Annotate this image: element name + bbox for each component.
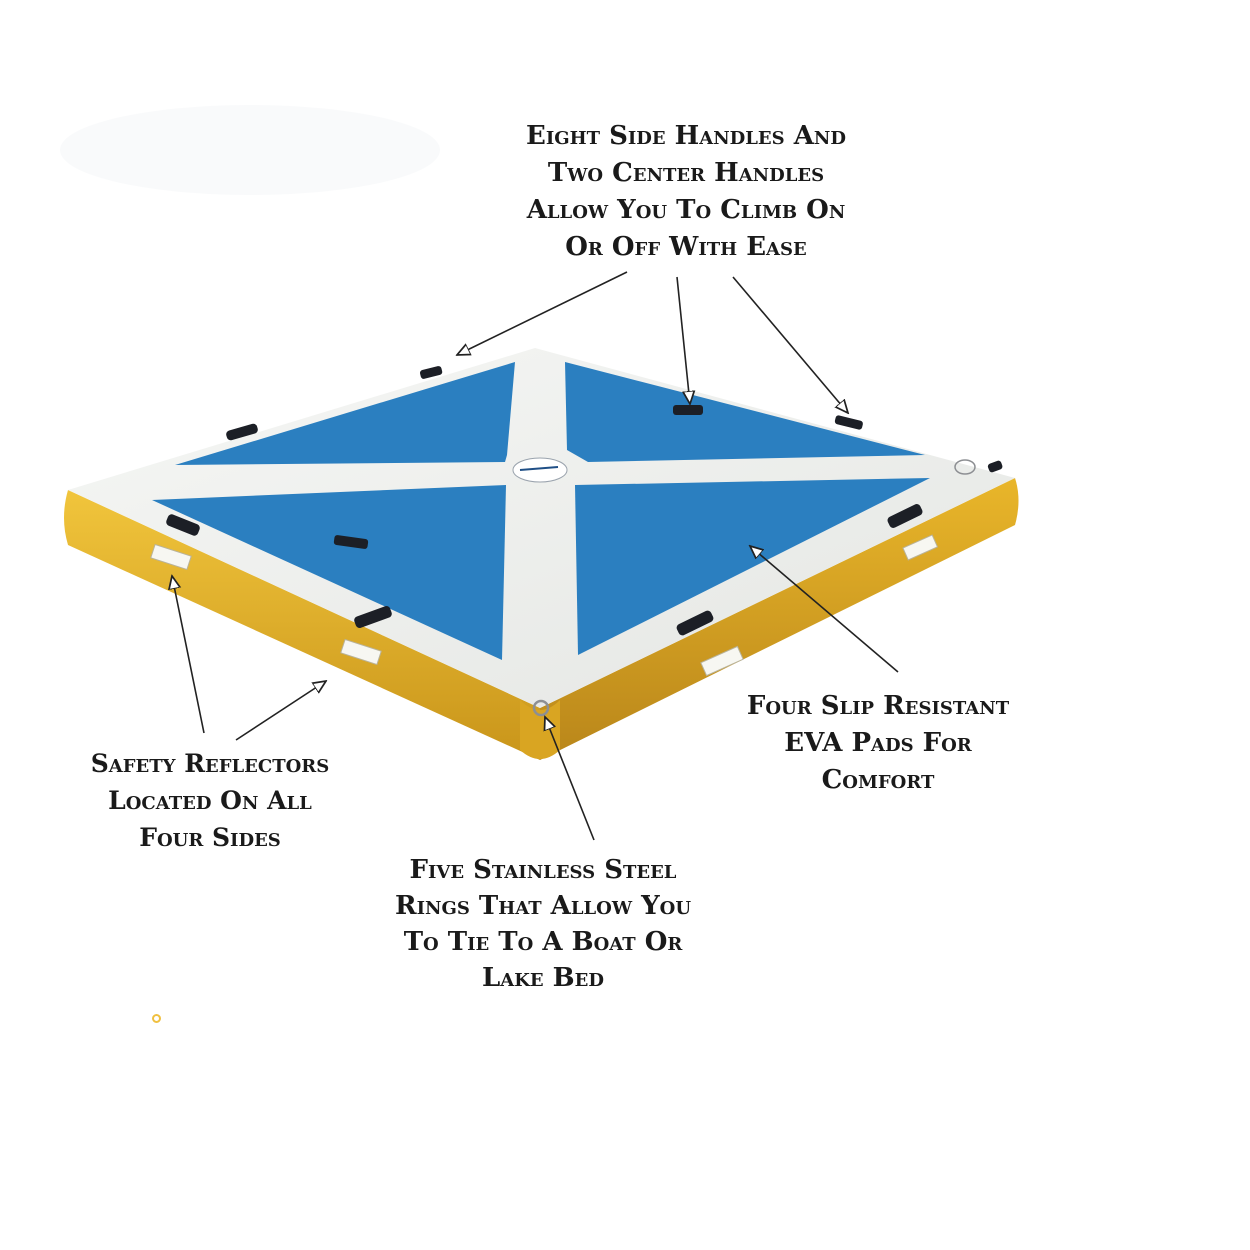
steel-rings: [532, 459, 976, 717]
reflector-icon: [150, 543, 192, 571]
callout-pads-line-1: Four Slip Resistant: [746, 691, 1010, 721]
watermark-dot-icon: [152, 1014, 161, 1023]
handle-icon: [333, 535, 369, 549]
callout-reflectors-line-2: Located On All: [108, 786, 312, 815]
callout-rings: Five Stainless Steel Rings That Allow Yo…: [366, 852, 720, 996]
handle-icon: [887, 504, 923, 528]
arrow-handles-right: [732, 276, 848, 413]
reflector-icon: [902, 534, 939, 561]
callout-handles-line-1: Eight Side Handles And: [526, 121, 846, 151]
callout-pads-line-2: EVA Pads For: [784, 728, 972, 758]
eva-pad-bottom-left: [152, 485, 506, 660]
handle-icon: [676, 610, 714, 636]
tube-front-right: [540, 478, 1019, 760]
callout-handles: Eight Side Handles And Two Center Handle…: [466, 118, 906, 266]
steel-ring-icon: [954, 459, 976, 475]
handle-icon: [673, 405, 703, 415]
center-logo-icon: [512, 457, 568, 483]
arrow-handles-left: [457, 271, 628, 355]
callout-rings-line-2: Rings That Allow You: [394, 891, 692, 921]
callout-rings-line-1: Five Stainless Steel: [409, 855, 677, 885]
callout-reflectors-line-1: Safety Reflectors: [90, 749, 330, 778]
reflector-icon: [700, 645, 744, 677]
callout-handles-line-3: Allow You To Climb On: [526, 195, 846, 225]
eva-pad-top-right: [565, 362, 925, 462]
handle-icon: [166, 514, 200, 536]
arrow-pads: [750, 546, 899, 673]
eva-pad-top-left: [175, 362, 515, 465]
callout-reflectors-line-3: Four Sides: [139, 823, 281, 852]
arrow-rings: [545, 717, 595, 841]
callout-rings-line-3: To Tie To A Boat Or: [403, 927, 683, 957]
arrow-reflectors-right: [235, 681, 326, 741]
callout-handles-line-2: Two Center Handles: [547, 158, 825, 188]
handle-icon: [834, 415, 863, 430]
callout-arrows: [172, 271, 899, 841]
handle-icon: [419, 366, 443, 379]
arrow-reflectors-left: [172, 576, 205, 734]
background-haze: [60, 105, 440, 195]
side-handles: [166, 366, 1003, 636]
callout-reflectors: Safety Reflectors Located On All Four Si…: [70, 745, 350, 856]
callout-handles-line-4: Or Off With Ease: [565, 232, 807, 262]
center-handles: [333, 405, 703, 549]
callout-pads: Four Slip Resistant EVA Pads For Comfort: [720, 688, 1036, 799]
handle-icon: [987, 460, 1003, 473]
arrow-handles-center: [676, 276, 690, 404]
reflector-icon: [340, 638, 382, 666]
eva-pad-bottom-right: [575, 478, 930, 655]
tube-corner: [520, 700, 560, 759]
reflectors: [150, 534, 939, 677]
callout-rings-line-4: Lake Bed: [482, 963, 604, 993]
handle-icon: [226, 423, 258, 441]
handle-icon: [354, 605, 392, 629]
deck-top: [68, 348, 1015, 708]
eva-pads: [152, 362, 930, 660]
steel-ring-icon: [532, 699, 550, 717]
callout-pads-line-3: Comfort: [821, 765, 935, 795]
